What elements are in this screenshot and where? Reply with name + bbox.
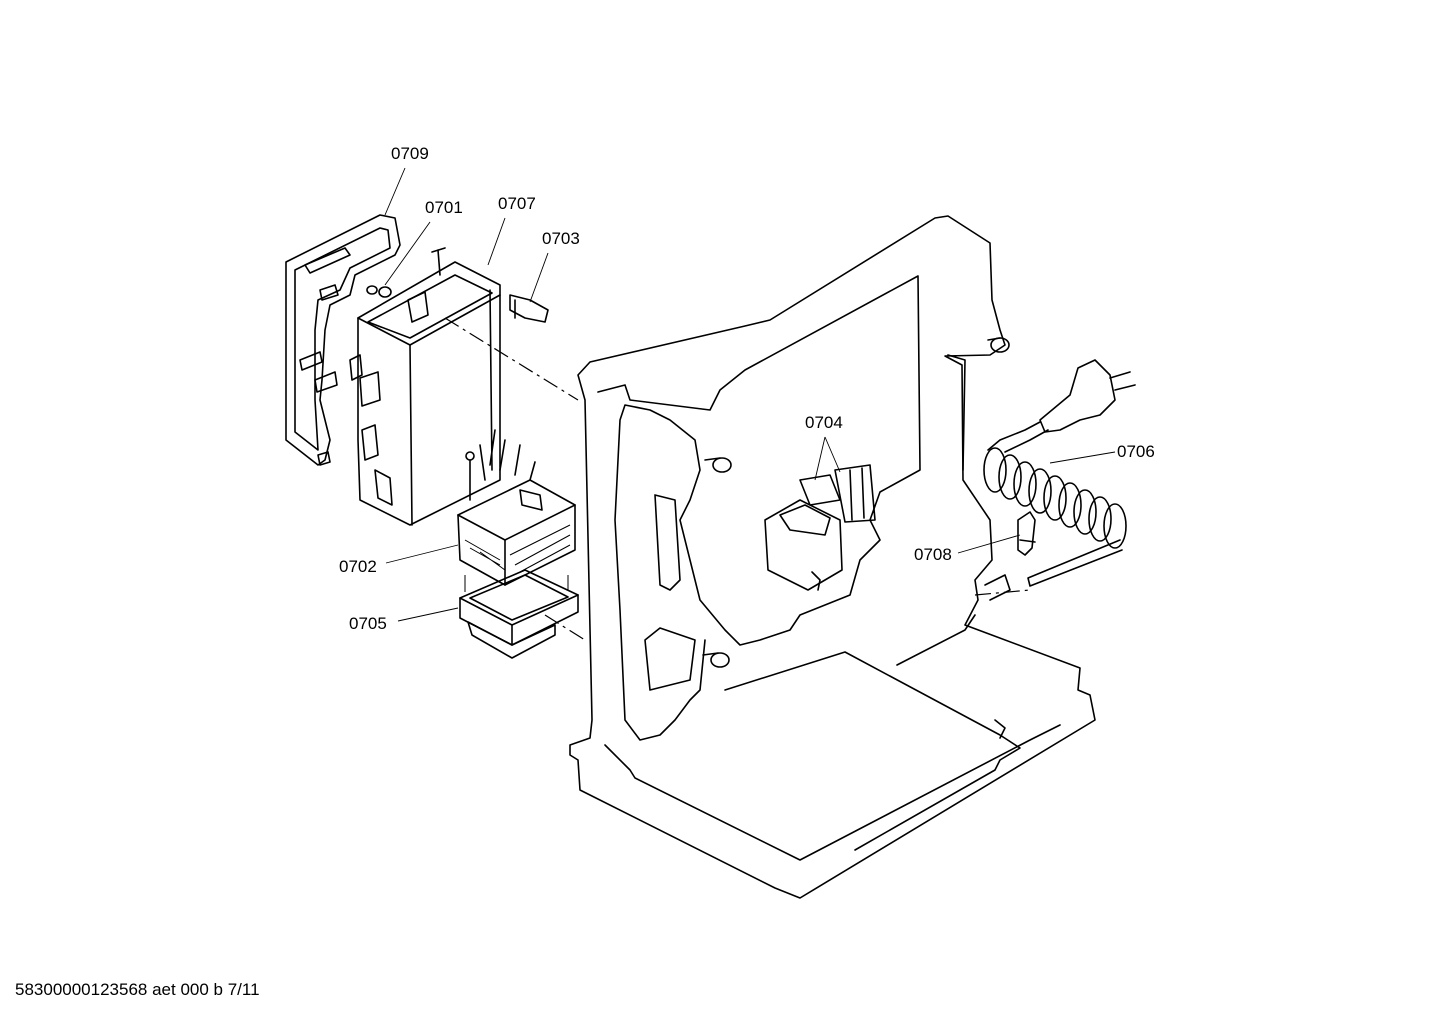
leader-0701 [384,221,431,286]
part-0702-transformer [457,429,576,586]
leader-0706 [1049,451,1116,464]
part-0708-clip [1017,511,1036,556]
leader-0708 [957,534,1021,554]
label-0705: 0705 [349,614,387,633]
leader-0702 [385,544,459,564]
part-0705-base [459,569,579,659]
leader-0704b [824,436,841,473]
part-0706-power-cord [983,359,1136,587]
assembly-line-base [544,614,586,641]
cord-coil [983,447,1127,549]
assembly-line-housing [444,317,579,401]
label-0701: 0701 [425,198,463,217]
label-0709: 0709 [391,144,429,163]
leader-0707 [487,217,506,266]
part-0707-housing [357,247,501,526]
part-0703-clip [509,294,549,323]
part-0701-clip [366,285,392,298]
assembly-line-cord [974,589,1031,596]
label-0708: 0708 [914,545,952,564]
part-0704-switch [764,464,876,591]
leader-0709 [384,167,406,216]
leader-0705 [397,607,459,622]
label-0704: 0704 [805,413,843,432]
part-0709-bracket [285,214,401,466]
document-code: 58300000123568 aet 000 b 7/11 [15,980,260,999]
label-0702: 0702 [339,557,377,576]
chassis-frame [569,215,1096,899]
leader-0704a [814,436,826,481]
leader-0703 [529,252,549,303]
label-0703: 0703 [542,229,580,248]
label-0707: 0707 [498,194,536,213]
label-0706: 0706 [1117,442,1155,461]
